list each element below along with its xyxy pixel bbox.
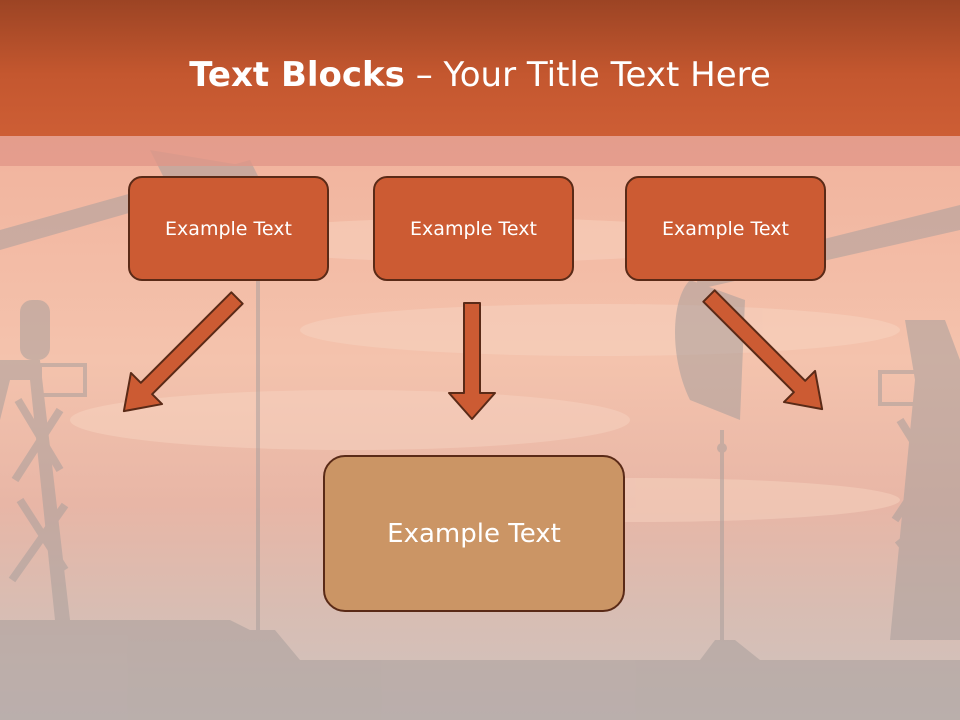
text-block-1[interactable]: Example Text bbox=[128, 176, 329, 281]
slide-title-rest: – Your Title Text Here bbox=[404, 55, 771, 95]
main-text-block-label: Example Text bbox=[387, 518, 561, 549]
slide-title-bold: Text Blocks bbox=[189, 55, 405, 95]
arrow-center-down[interactable] bbox=[448, 302, 496, 420]
text-block-1-label: Example Text bbox=[165, 217, 292, 240]
main-text-block[interactable]: Example Text bbox=[323, 455, 625, 612]
text-block-3-label: Example Text bbox=[662, 217, 789, 240]
title-band bbox=[0, 136, 960, 166]
slide-title[interactable]: Text Blocks – Your Title Text Here bbox=[0, 52, 960, 98]
text-block-2-label: Example Text bbox=[410, 217, 537, 240]
title-bar bbox=[0, 0, 960, 136]
text-block-3[interactable]: Example Text bbox=[625, 176, 826, 281]
arrow-left-diagonal[interactable] bbox=[108, 282, 252, 426]
arrow-right-diagonal[interactable] bbox=[693, 280, 837, 424]
text-block-2[interactable]: Example Text bbox=[373, 176, 574, 281]
